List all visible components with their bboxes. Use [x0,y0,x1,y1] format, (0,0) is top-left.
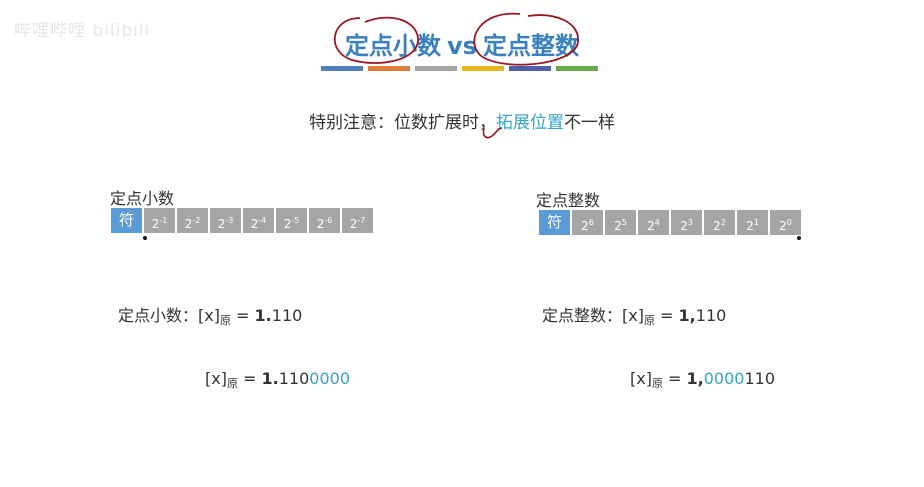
fraction-bit-base: 2 [349,217,358,231]
integer-bit-cell: 23 [671,210,702,235]
integer-bit-cell: 20 [770,210,801,235]
color-stripe [321,66,363,71]
color-stripe [509,66,551,71]
integer-bit-base: 2 [680,219,688,233]
integer-eq2-eq: = [662,369,687,388]
fraction-eq2-sub: 原 [226,377,238,390]
integer-eq2-bold: 1, [686,369,704,388]
integer-eq1-sub: 原 [643,314,655,327]
watermark: 哔哩哔哩 bilibili [14,21,151,41]
fraction-bit-exponent: -2 [192,216,201,225]
note-text: 特别注意：位数扩展时，拓展位置不一样 [0,108,924,133]
integer-point-dot [797,236,801,240]
integer-eq1-label: 定点整数： [542,306,623,325]
title-right: 定点整数 [482,32,579,60]
fraction-bit-exponent: -5 [291,216,300,225]
fraction-point-dot [143,236,147,240]
fraction-eq1: 定点小数：[x]原 = 1.110 [118,302,302,328]
integer-eq1-bold: 1, [678,306,696,325]
fraction-eq2-bold: 1. [261,369,279,388]
integer-bit-exponent: 5 [621,218,627,227]
integer-bit-exponent: 2 [720,218,726,227]
integer-bit-cell: 21 [737,210,768,235]
integer-bit-exponent: 6 [588,218,594,227]
title-left: 定点小数 [345,32,442,60]
fraction-bit-cell: 2-6 [309,208,340,233]
integer-eq2-x: [x] [630,369,652,388]
fraction-eq1-bold: 1. [254,306,272,325]
fraction-eq1-sub: 原 [219,314,231,327]
integer-bit-base: 2 [614,219,622,233]
integer-eq1-x: [x] [622,306,644,325]
integer-bit-base: 2 [746,219,754,233]
integer-bit-cell: 24 [638,210,669,235]
fraction-bit-exponent: -4 [258,216,267,225]
fraction-bit-cell: 2-7 [342,208,373,233]
integer-eq2-rest: 110 [744,369,776,388]
fraction-bit-exponent: -1 [159,216,168,225]
integer-eq2-sub: 原 [651,377,663,390]
color-stripe [462,66,504,71]
fraction-eq1-label: 定点小数： [118,306,199,325]
integer-bit-cell: 26 [572,210,603,235]
fraction-eq2-rest: 110 [278,369,310,388]
fraction-eq1-eq: = [230,306,255,325]
fraction-bit-base: 2 [283,217,292,231]
fraction-eq2-ext: 0000 [309,369,351,388]
fraction-bit-cell: 2-4 [243,208,274,233]
title-vs: vs [447,32,477,60]
fraction-bit-base: 2 [316,217,325,231]
fraction-eq2-x: [x] [205,369,227,388]
integer-bit-exponent: 1 [753,218,759,227]
color-stripe [415,66,457,71]
fraction-bit-cell: 2-2 [177,208,208,233]
note-highlight: 拓展位置 [496,113,564,133]
integer-sign-cell: 符 [539,210,570,235]
integer-bit-cell: 22 [704,210,735,235]
fraction-eq1-rest: 110 [271,306,303,325]
fraction-bit-exponent: -7 [357,216,366,225]
fraction-bit-base: 2 [184,217,193,231]
fraction-bit-base: 2 [151,217,160,231]
fraction-bit-base: 2 [217,217,226,231]
integer-bit-base: 2 [581,219,589,233]
fraction-eq2: [x]原 = 1.1100000 [205,369,350,391]
fraction-label: 定点小数 [110,189,175,208]
integer-bit-cell: 25 [605,210,636,235]
fraction-bit-cell: 2-5 [276,208,307,233]
fraction-sign-cell: 符 [111,208,142,233]
integer-eq2-ext: 0000 [703,369,745,388]
note-prefix: 特别注意：位数扩展时， [309,113,496,133]
integer-bit-base: 2 [779,219,787,233]
integer-eq2: [x]原 = 1,0000110 [630,369,775,391]
integer-eq1: 定点整数：[x]原 = 1,110 [542,302,726,328]
fraction-eq1-x: [x] [198,306,220,325]
integer-bit-base: 2 [647,219,655,233]
color-stripe [556,66,598,71]
fraction-eq2-eq: = [237,369,262,388]
integer-bit-exponent: 4 [654,218,660,227]
fraction-bit-exponent: -3 [225,216,234,225]
fraction-bit-base: 2 [250,217,259,231]
color-stripe [368,66,410,71]
integer-eq1-eq: = [654,306,679,325]
integer-bit-exponent: 0 [786,218,792,227]
integer-bit-exponent: 3 [687,218,693,227]
integer-bit-base: 2 [713,219,721,233]
fraction-bit-cell: 2-3 [210,208,241,233]
fraction-bit-exponent: -6 [324,216,333,225]
integer-eq1-rest: 110 [695,306,727,325]
note-suffix: 不一样 [564,113,615,133]
fraction-bit-cell: 2-1 [144,208,175,233]
integer-label: 定点整数 [536,191,601,210]
